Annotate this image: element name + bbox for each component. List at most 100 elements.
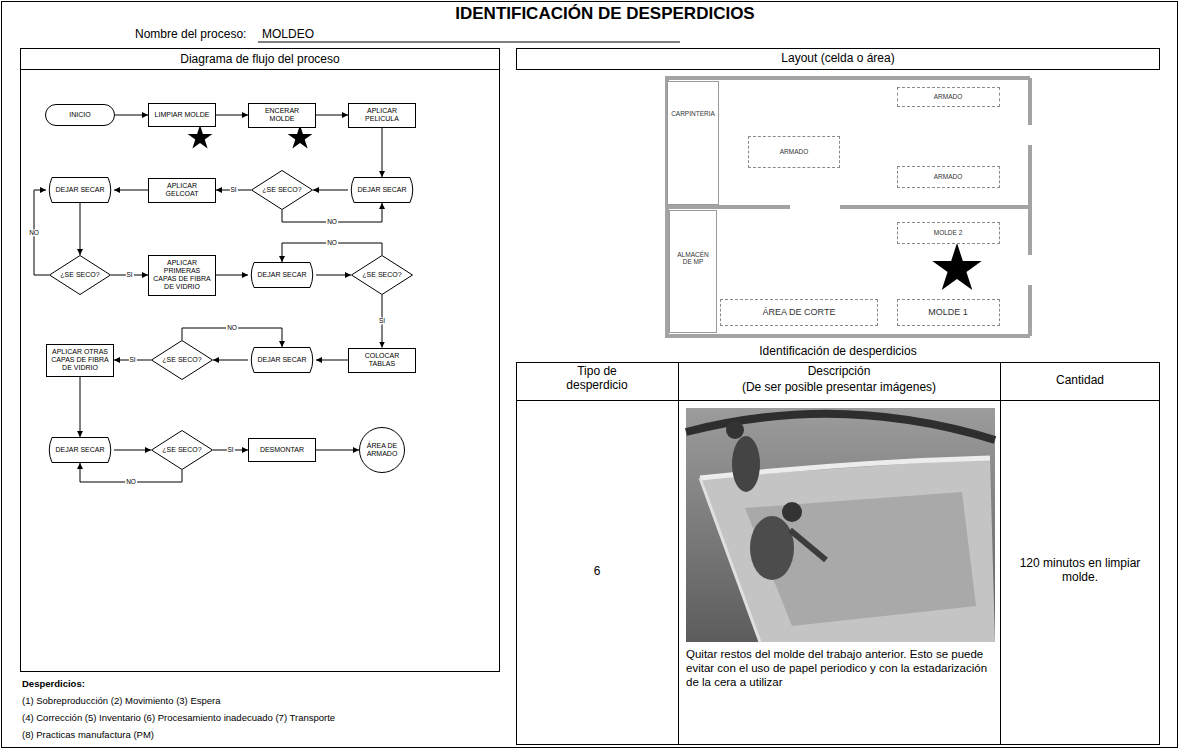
table-title: Identificación de desperdicios xyxy=(638,344,1038,358)
branch-label: SI xyxy=(125,271,133,278)
process-box: APLICAR OTRAS CAPAS DE FIBRA DE VIDRIO xyxy=(46,344,114,377)
outer-wall xyxy=(667,78,1030,336)
decision-diamond: ¿SE SECO? xyxy=(49,255,111,295)
node-text: ARMADO xyxy=(934,93,963,100)
table-cell: 6 xyxy=(577,564,617,578)
wait-box: DEJAR SECAR xyxy=(46,177,114,203)
area-box: ARMADO xyxy=(897,166,1000,188)
node-text: INICIO xyxy=(69,111,90,119)
node-text: ¿SE SECO? xyxy=(162,356,201,364)
node-text: APLICAR GELCOAT xyxy=(153,182,211,198)
node-text: Layout (celda o área) xyxy=(781,52,894,66)
photo-arch xyxy=(686,414,995,440)
flow-arrow xyxy=(80,203,81,255)
table-cell: Quitar restos del molde del trabajo ante… xyxy=(686,648,996,689)
field-value: MOLDEO xyxy=(262,27,382,41)
node-text: DESMONTAR xyxy=(260,446,304,454)
wait-outline xyxy=(49,438,111,463)
wait-outline xyxy=(49,178,111,203)
note-heading: Desperdicios: xyxy=(22,678,322,689)
node-text: DEJAR SECAR xyxy=(55,446,104,454)
layout-header: Layout (celda o área) xyxy=(516,48,1160,70)
node-text: APLICAR PELICULA xyxy=(353,107,411,123)
decision-diamond: ¿SE SECO? xyxy=(251,170,313,210)
node-text: ¿SE SECO? xyxy=(362,271,401,279)
field-label: Nombre del proceso: xyxy=(135,27,260,41)
inner-wall xyxy=(667,205,790,209)
node-text: MOLDE 2 xyxy=(934,229,963,236)
branch-label: NO xyxy=(226,324,238,331)
wait-box: DEJAR SECAR xyxy=(248,347,316,373)
area-box: MOLDE 1 xyxy=(897,299,1000,326)
worker-photo xyxy=(686,408,995,642)
area-box: ÁREA DE CORTE xyxy=(720,299,878,326)
decision-diamond: ¿SE SECO? xyxy=(151,340,213,380)
photo-worker xyxy=(726,421,744,439)
area-box: MOLDE 2 xyxy=(897,222,1000,244)
end-connector: ÁREA DE ARMADO xyxy=(359,427,405,473)
branch-label: NO xyxy=(28,229,40,236)
branch-label: SI xyxy=(378,318,386,325)
table-header: Descripción xyxy=(689,364,989,378)
node-text: Diagrama de flujo del proceso xyxy=(21,49,499,70)
note-line: (1) Sobreproducción (2) Movimiento (3) E… xyxy=(22,695,492,706)
flow-arrow xyxy=(115,115,148,116)
branch-label: NO xyxy=(326,218,338,225)
room-box: CARPINTERIA xyxy=(667,81,719,205)
flow-arrow xyxy=(114,190,148,191)
branch-label: SI xyxy=(229,186,237,193)
node-text: LIMPIAR MOLDE xyxy=(155,111,210,119)
branch-label: SI xyxy=(226,446,234,453)
node-text: CARPINTERIA xyxy=(671,110,715,117)
node-text: DEJAR SECAR xyxy=(357,186,406,194)
flow-arrow xyxy=(213,360,248,361)
photo-worker xyxy=(732,436,760,492)
node-text: APLICAR OTRAS CAPAS DE FIBRA DE VIDRIO xyxy=(51,348,109,372)
node-text: ARMADO xyxy=(780,148,809,155)
table-cell: 120 minutos en limpiar molde. xyxy=(1008,556,1152,585)
diamond-outline xyxy=(252,171,313,210)
wait-box: DEJAR SECAR xyxy=(248,262,316,288)
flow-arrow xyxy=(316,360,348,361)
wait-outline xyxy=(351,178,413,203)
name-underline xyxy=(258,42,680,43)
photo-worker xyxy=(790,530,826,560)
table-rule xyxy=(678,362,679,745)
node-text: DEJAR SECAR xyxy=(55,186,104,194)
table-rule xyxy=(1000,362,1001,745)
node-text: APLICAR PRIMERAS CAPAS DE FIBRA DE VIDRI… xyxy=(153,259,211,291)
node-text: ARMADO xyxy=(934,173,963,180)
branch-label: SI xyxy=(128,356,136,363)
table-rule xyxy=(516,400,1160,401)
process-box: COLOCAR TABLAS xyxy=(348,348,416,373)
flowchart-panel: Diagrama de flujo del procesoINICIO LIMPI… xyxy=(20,48,500,672)
outer-wall xyxy=(1028,145,1032,255)
node-text: ENCERAR MOLDE xyxy=(253,107,311,123)
process-box: APLICAR PELICULA xyxy=(348,103,416,128)
node-text: DEJAR SECAR xyxy=(257,356,306,364)
page-title: IDENTIFICACIÓN DE DESPERDICIOS xyxy=(330,4,880,24)
photo-mold-rim xyxy=(700,478,760,642)
flow-arrow xyxy=(382,128,383,178)
flow-arrow xyxy=(216,115,248,116)
note-line: (8) Practicas manufactura (PM) xyxy=(22,729,492,740)
start-terminator: INICIO xyxy=(45,104,115,126)
floor-walls xyxy=(667,78,1030,336)
node-text: DEJAR SECAR xyxy=(257,271,306,279)
table-header: (De ser posible presentar imágenes) xyxy=(689,380,989,394)
process-box: ENCERAR MOLDE xyxy=(248,103,316,128)
branch-label: NO xyxy=(326,239,338,246)
flow-arrow xyxy=(114,450,151,451)
node-text: ¿SE SECO? xyxy=(262,186,301,194)
process-box: LIMPIAR MOLDE xyxy=(148,103,216,127)
outer-wall xyxy=(1028,285,1032,336)
waste-table xyxy=(516,362,1160,745)
photo-worker xyxy=(750,516,794,580)
diamond-outline xyxy=(152,341,213,380)
wait-outline xyxy=(251,348,313,373)
waste-star xyxy=(932,243,981,290)
node-text: ÁREA DE ARMADO xyxy=(366,442,398,458)
table-header: Cantidad xyxy=(1030,373,1130,387)
wait-outline xyxy=(251,263,313,288)
